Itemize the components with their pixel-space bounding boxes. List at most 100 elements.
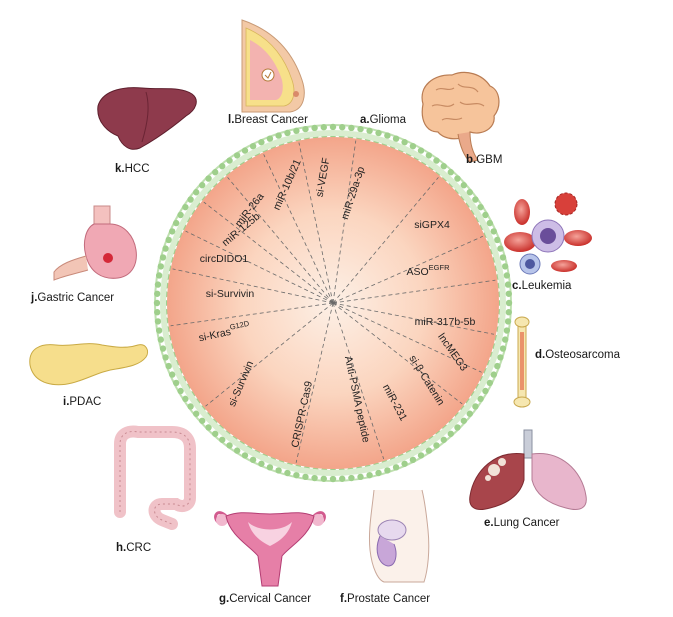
membrane-bead (212, 430, 219, 437)
membrane-bead (497, 245, 504, 252)
membrane-bead (366, 127, 373, 135)
membrane-bead (187, 403, 194, 410)
membrane-bead (501, 263, 509, 270)
membrane-bead (409, 142, 417, 150)
liver-icon (97, 87, 197, 150)
membrane-bead (505, 309, 512, 316)
label-lung-cancer: e.Lung Cancer (484, 517, 560, 529)
membrane-bead (275, 467, 282, 474)
membrane-bead (499, 345, 507, 352)
bone-icon (513, 316, 531, 408)
membrane-bead (486, 379, 494, 387)
sector-divider (172, 268, 334, 304)
sector-divider (332, 302, 385, 460)
membrane-bead (159, 254, 167, 261)
label-osteosarcoma: d.Osteosarcoma (535, 349, 621, 361)
membrane-bead (233, 152, 241, 159)
membrane-bead (177, 387, 184, 395)
membrane-bead (154, 309, 161, 316)
membrane-bead (454, 175, 461, 182)
membrane-bead (241, 452, 249, 459)
membrane-bead (157, 263, 165, 270)
membrane-bead (433, 157, 440, 164)
membrane-bead (172, 379, 180, 387)
membrane-bead (494, 362, 501, 370)
membrane-bead (205, 424, 212, 431)
membrane-bead (155, 327, 163, 334)
membrane-bead (154, 290, 161, 297)
sector-divider (332, 140, 357, 304)
membrane-bead (466, 410, 473, 417)
membrane-bead (165, 236, 172, 244)
sector-divider (332, 302, 495, 335)
membrane-bead (339, 475, 346, 482)
membrane-bead (219, 436, 226, 443)
membrane-bead (162, 354, 169, 361)
membrane-bead (169, 371, 176, 378)
membrane-bead (477, 395, 484, 403)
sector-divider (227, 177, 334, 304)
label-hcc: k.HCC (115, 163, 150, 175)
sector-dividers (170, 140, 496, 463)
membrane-bead (440, 163, 447, 170)
membrane-bead (199, 417, 206, 424)
membrane-bead (311, 124, 318, 132)
membrane-bead (375, 129, 382, 137)
label-cervical-cancer: g.Cervical Cancer (219, 593, 311, 605)
membrane-bead (157, 336, 165, 343)
membrane-bead (482, 211, 489, 219)
cancer-labels: a.Glioma b.GBM c.Leukemia d.Osteosarcoma… (30, 114, 621, 605)
membrane-bead (490, 371, 497, 378)
membrane-bead (293, 127, 300, 135)
membrane-bead (490, 228, 497, 235)
colon-icon (114, 425, 196, 530)
label-gastric-cancer: j.Gastric Cancer (30, 292, 114, 304)
prostate-icon (369, 489, 430, 583)
membrane-bead (182, 203, 189, 211)
membrane-bead (503, 272, 511, 279)
membrane-bead (275, 132, 282, 139)
membrane-bead (392, 464, 400, 471)
sector-divider (295, 302, 334, 463)
membrane-bead (165, 362, 172, 370)
membrane-bead (409, 456, 417, 464)
membrane-bead (504, 281, 512, 288)
membrane-bead (494, 236, 501, 244)
membrane-bead (472, 196, 479, 203)
label-leukemia: c.Leukemia (512, 280, 572, 292)
membrane-bead (425, 447, 433, 454)
membrane-bead (417, 147, 425, 154)
membrane-bead (302, 473, 309, 481)
sector-label: miR-317b-5b (415, 316, 476, 328)
brain-icon (421, 71, 500, 163)
membrane-bead (447, 169, 454, 176)
membrane-bead (169, 228, 176, 235)
membrane-bead (440, 436, 447, 443)
membrane-bead (454, 424, 461, 431)
membrane-bead (241, 147, 249, 154)
membrane-bead (266, 464, 274, 471)
sector-divider (185, 230, 334, 304)
membrane-bead (226, 442, 233, 449)
label-pdac: i.PDAC (63, 396, 101, 408)
membrane-bead (249, 142, 257, 150)
membrane-bead (187, 196, 194, 203)
membrane-bead (433, 442, 440, 449)
membrane-bead (384, 467, 391, 474)
membrane-bead (477, 203, 484, 211)
membrane-bead (284, 129, 291, 137)
membrane-bead (503, 327, 511, 334)
uterus-icon (214, 511, 326, 587)
sector-divider (205, 302, 334, 407)
lungs-icon (469, 429, 587, 510)
membrane-bead (302, 125, 309, 133)
membrane-bead (193, 189, 200, 196)
sector-divider (298, 142, 334, 304)
sector-divider (332, 177, 439, 304)
membrane-bead (504, 318, 512, 325)
membrane-bead (348, 124, 355, 132)
membrane-bead (293, 471, 300, 479)
membrane-bead (486, 219, 494, 227)
membrane-bead (482, 387, 489, 395)
membrane-bead (193, 410, 200, 417)
